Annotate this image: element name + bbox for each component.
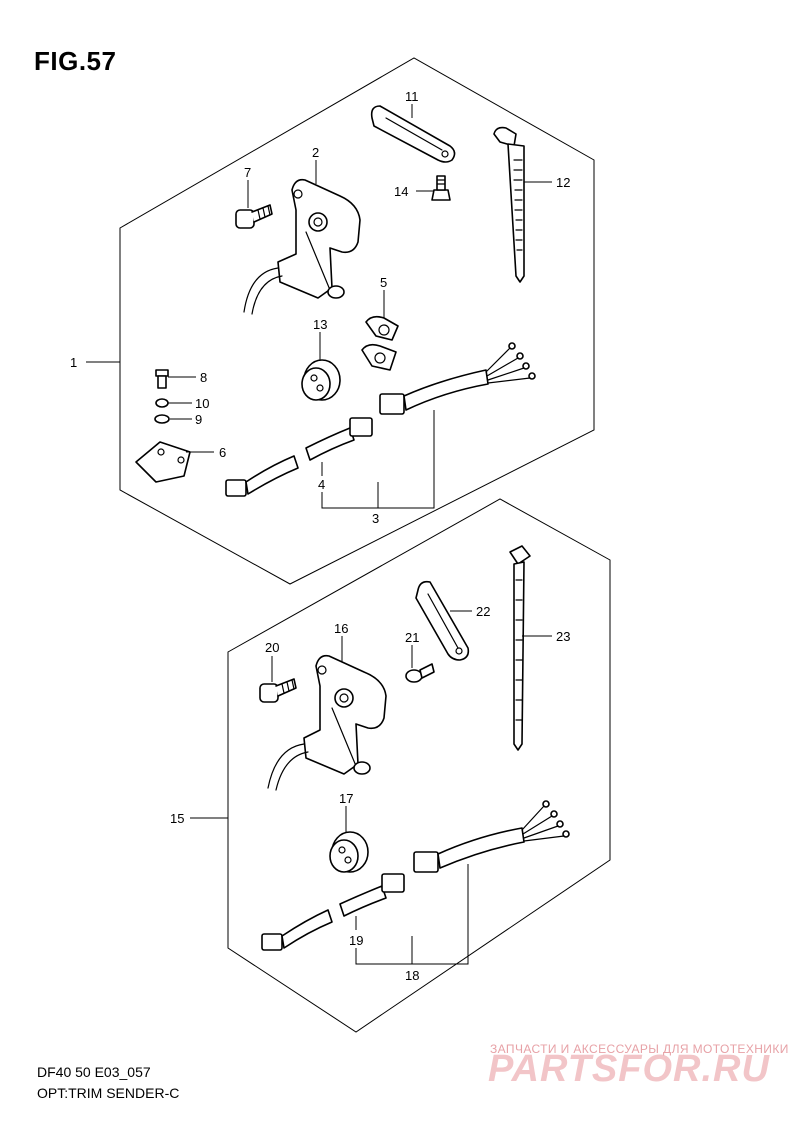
callout-18: 18 — [405, 968, 419, 983]
trim-sender-part-16 — [267, 654, 387, 791]
callout-labels: 1 2 3 4 5 6 7 8 9 10 11 12 13 14 15 16 1… — [70, 89, 570, 983]
callout-10: 10 — [195, 396, 209, 411]
figure-title: FIG.57 — [34, 46, 117, 76]
strap-part-11 — [370, 105, 456, 163]
clip-part-5 — [361, 315, 399, 371]
washer-part-9 — [154, 414, 170, 424]
watermark-logo: PARTSFOR.RU — [488, 1048, 770, 1090]
screw-part-14 — [431, 175, 451, 201]
callout-2: 2 — [312, 145, 319, 160]
callout-16: 16 — [334, 621, 348, 636]
callout-5: 5 — [380, 275, 387, 290]
callout-13: 13 — [313, 317, 327, 332]
wire-harness-part-3 — [225, 342, 536, 497]
callout-14: 14 — [394, 184, 408, 199]
leader-lines — [86, 104, 552, 965]
screw-part-21 — [405, 663, 435, 683]
callout-8: 8 — [200, 370, 207, 385]
callout-9: 9 — [195, 412, 202, 427]
kit-frame-lower — [227, 498, 611, 1033]
callout-23: 23 — [556, 629, 570, 644]
grommet-part-13 — [301, 359, 341, 401]
figure-subtitle: OPT:TRIM SENDER-C — [37, 1085, 180, 1101]
cable-tie-part-23 — [509, 545, 531, 751]
callout-11: 11 — [405, 89, 419, 104]
callout-3: 3 — [372, 511, 379, 526]
bolt-part-8 — [155, 369, 169, 389]
washer-part-10 — [155, 398, 169, 408]
callout-22: 22 — [476, 604, 490, 619]
grommet-part-17 — [329, 831, 369, 873]
callout-4: 4 — [318, 477, 325, 492]
bracket-part-6 — [135, 441, 191, 483]
cable-tie-part-12 — [493, 126, 525, 283]
bolt-part-7 — [235, 204, 273, 229]
callout-19: 19 — [349, 933, 363, 948]
strap-part-22 — [415, 580, 470, 661]
wire-harness-part-18 — [261, 800, 570, 951]
watermark-tagline: ЗАПЧАСТИ И АКСЕССУАРЫ ДЛЯ МОТОТЕХНИКИ — [490, 1042, 789, 1056]
bolt-part-20 — [259, 678, 297, 703]
callout-7: 7 — [244, 165, 251, 180]
callout-15: 15 — [170, 811, 184, 826]
kit-frame-upper — [119, 57, 595, 585]
callout-20: 20 — [265, 640, 279, 655]
callout-12: 12 — [556, 175, 570, 190]
callout-21: 21 — [405, 630, 419, 645]
callout-6: 6 — [219, 445, 226, 460]
model-code: DF40 50 E03_057 — [37, 1064, 151, 1080]
trim-sender-part-2 — [243, 178, 361, 315]
callout-17: 17 — [339, 791, 353, 806]
callout-1: 1 — [70, 355, 77, 370]
